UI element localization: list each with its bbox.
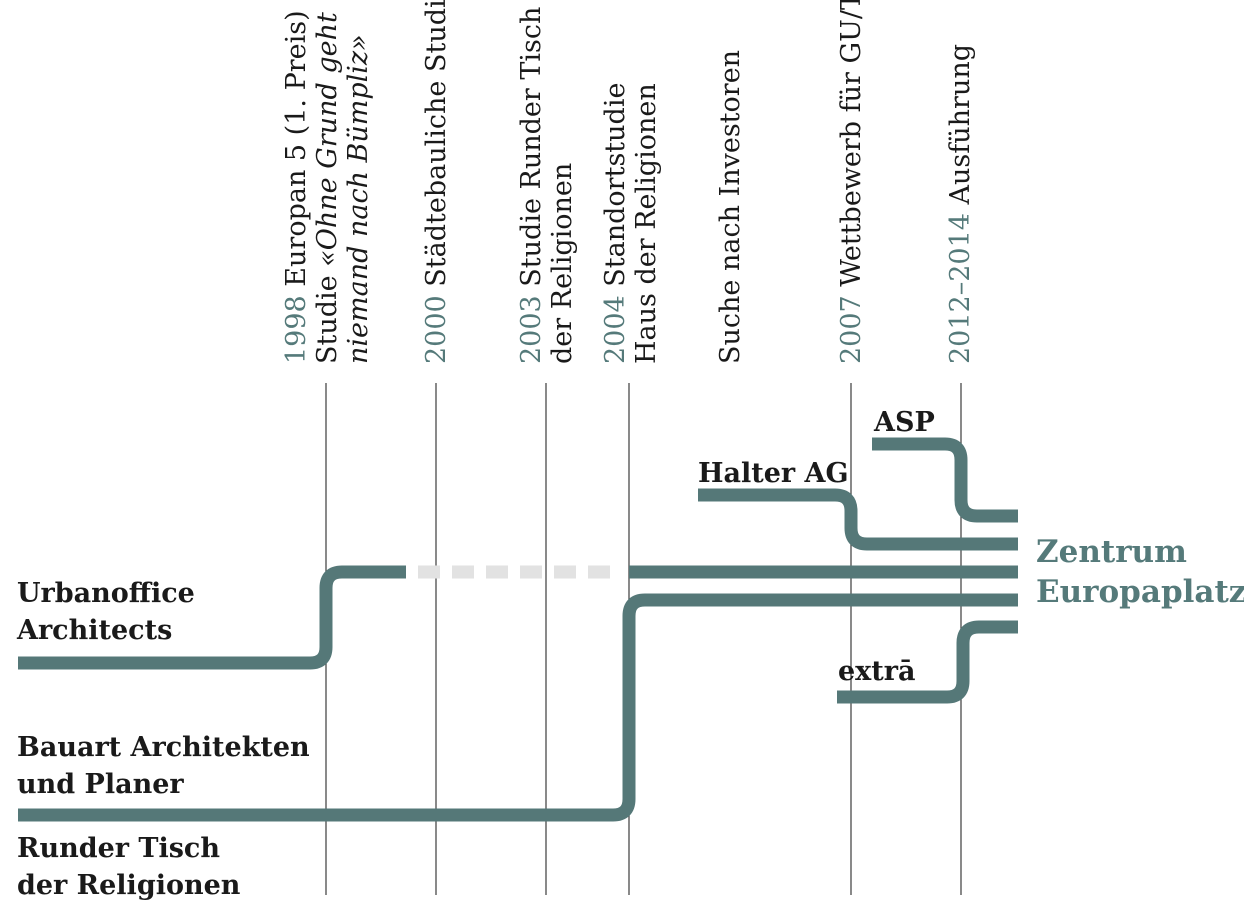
result-label-line: Zentrum — [1036, 534, 1187, 570]
party-label-extra: extrā — [838, 656, 916, 687]
track-extra — [837, 620, 1018, 704]
milestone-label-investoren: Suche nach Investoren — [715, 50, 746, 364]
party-label-line: Runder Tisch — [17, 833, 221, 864]
milestone-label-1998: 1998 Europan 5 (1. Preis) Studie «Ohne G… — [281, 2, 374, 364]
milestone-label-2004: 2004 Standortstudie Haus der Religionen — [600, 74, 662, 364]
milestone-year: 2000 — [421, 295, 452, 364]
milestone-year: 1998 — [281, 295, 312, 364]
party-label-runder-tisch: Runder Tisch der Religionen — [17, 830, 240, 904]
party-label-line: Bauart Architekten — [17, 732, 310, 763]
party-label-halter: Halter AG — [698, 458, 849, 489]
tracks — [18, 437, 1018, 822]
party-label-urbanoffice: Urbanoffice Architects — [17, 575, 195, 649]
party-label-bauart: Bauart Architekten und Planer — [17, 729, 310, 803]
milestone-year: 2004 — [600, 295, 631, 364]
milestone-year: 2003 — [516, 295, 547, 364]
party-label-line: Urbanoffice — [17, 578, 195, 609]
track-asp — [872, 437, 1018, 523]
track-urbanoffice — [18, 565, 406, 670]
milestone-labels: 1998 Europan 5 (1. Preis) Studie «Ohne G… — [281, 0, 976, 364]
milestone-label-2007: 2007 Wettbewerb für GU/TU — [836, 0, 867, 364]
party-label-line: und Planer — [17, 769, 184, 800]
party-label-asp: ASP — [874, 407, 935, 438]
milestone-label-2000: 2000 Städtebauliche Studie — [421, 0, 452, 364]
party-label-line: der Religionen — [17, 870, 241, 901]
party-label-line: Architects — [17, 615, 173, 646]
milestone-label-2003: 2003 Studie Runder Tisch der Religionen — [516, 0, 578, 364]
milestone-year: 2012–2014 — [945, 213, 976, 364]
result-label: Zentrum Europaplatz — [1036, 532, 1244, 612]
milestone-label-2012-2014: 2012–2014 Ausführung — [945, 44, 976, 364]
result-label-line: Europaplatz — [1036, 574, 1244, 610]
milestone-year: 2007 — [836, 295, 867, 364]
track-halter — [698, 488, 1018, 551]
track-bauart — [18, 593, 1018, 822]
